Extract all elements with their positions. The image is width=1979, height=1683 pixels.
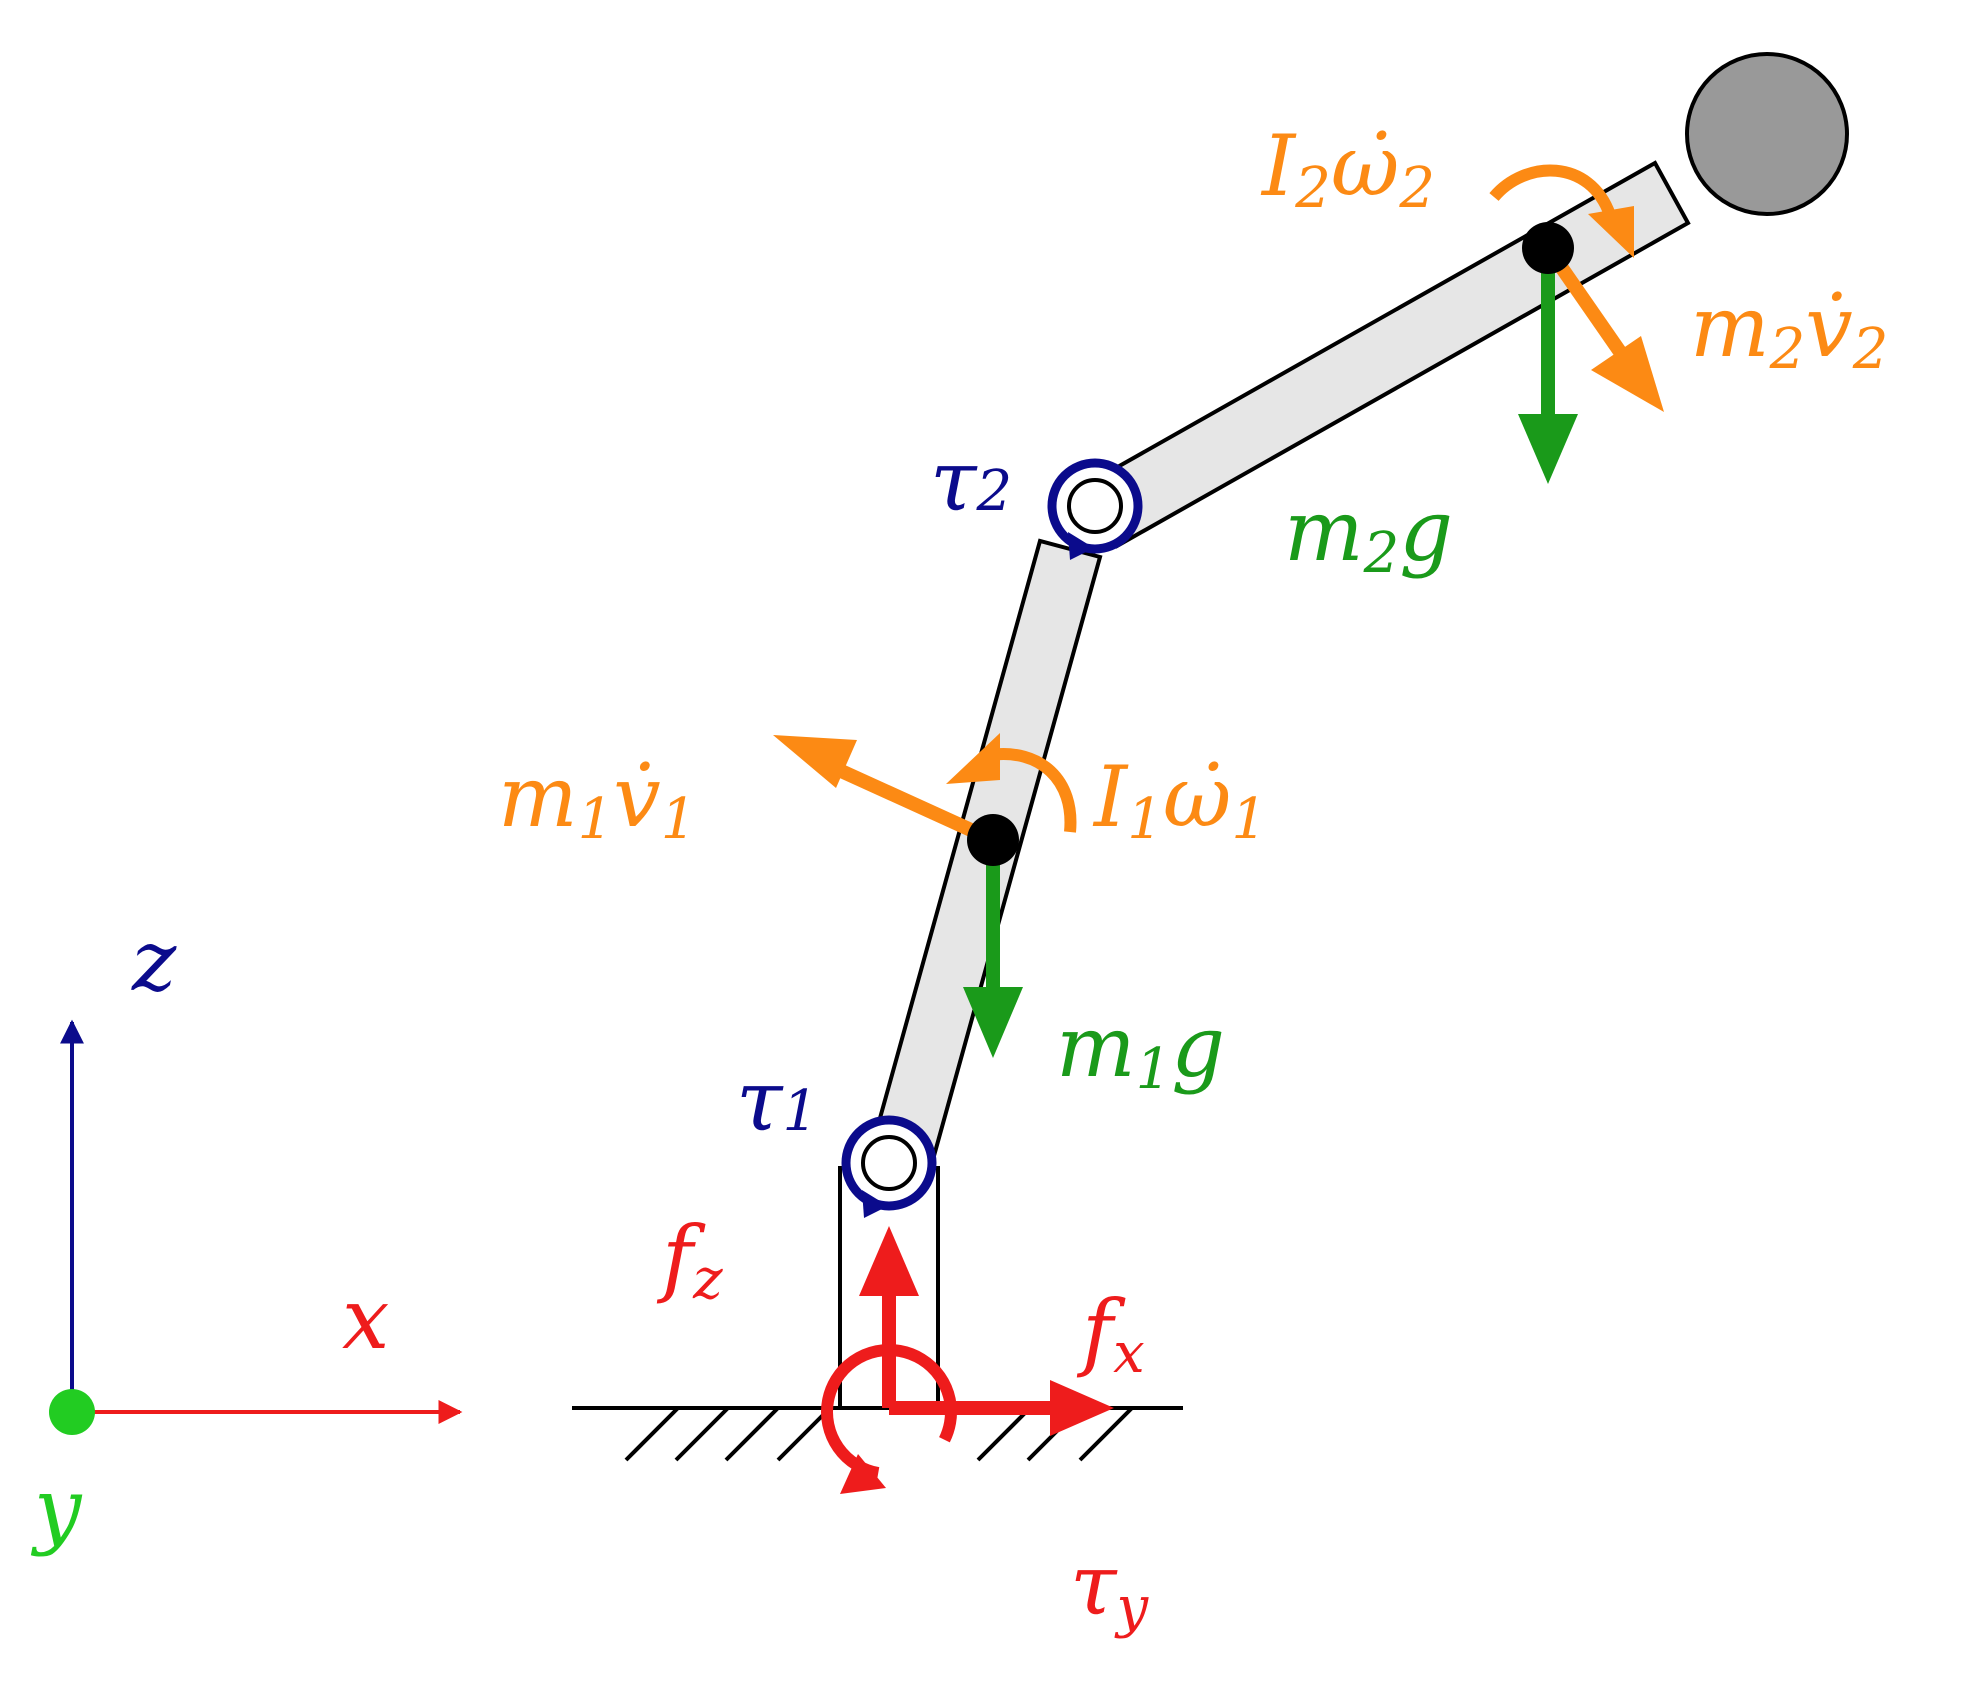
- m1g-tail: g: [1171, 998, 1225, 1096]
- m1v1-arrow-head: [773, 735, 857, 788]
- m1g-label: m1g: [1056, 998, 1225, 1102]
- tau1-label: τ1: [736, 1052, 818, 1150]
- I1w1-main: I: [1092, 748, 1129, 846]
- m2v2-sub1: 2: [1769, 317, 1806, 382]
- link-1-forces: [773, 733, 1077, 1058]
- tau1-main: τ: [736, 1052, 784, 1150]
- m2g-main: m: [1284, 482, 1364, 580]
- link-1-com: [967, 814, 1019, 866]
- y-axis-dot: [49, 1389, 95, 1435]
- ground-hatch: [674, 1406, 730, 1462]
- joint-1-pin: [861, 1135, 917, 1191]
- m2v2-main: m: [1690, 278, 1770, 376]
- m2g-sub: 2: [1363, 521, 1400, 586]
- link-2-forces: [1489, 164, 1664, 484]
- m2g-tail: g: [1399, 482, 1453, 580]
- m1v1-sub1: 1: [578, 787, 614, 852]
- fx-arrow-head: [1050, 1380, 1114, 1436]
- tau2-main: τ: [930, 432, 978, 530]
- m2g-label: m2g: [1284, 482, 1453, 586]
- tau2-label: τ2: [930, 432, 1012, 530]
- ground-hatch: [624, 1406, 680, 1462]
- end-effector-ball: [1685, 52, 1849, 216]
- fx-label: fx: [1076, 1282, 1145, 1386]
- m1g-main: m: [1056, 998, 1136, 1096]
- coordinate-frame: z x y: [30, 912, 463, 1558]
- tauy-sub: y: [1113, 1575, 1149, 1640]
- x-axis-label: x: [342, 1270, 389, 1368]
- tauy-main: τ: [1070, 1536, 1118, 1634]
- I1w1-moment-arc: [989, 748, 1077, 833]
- I2w2-moment-arc: [1489, 164, 1616, 218]
- tauy-moment-circle: [821, 1344, 957, 1480]
- m2v2-label: m2v̇2: [1690, 278, 1888, 382]
- z-axis-label: z: [131, 912, 177, 1010]
- I2w2-main: I: [1260, 117, 1297, 215]
- tauy-arrow-head: [840, 1454, 886, 1494]
- ground-hatch: [724, 1406, 780, 1462]
- ground-hatch: [1078, 1406, 1134, 1462]
- m1g-arrow-head: [963, 987, 1023, 1058]
- joint-2-pin: [1067, 478, 1123, 534]
- I1w1-main2: ω̇: [1163, 748, 1232, 846]
- I1w1-sub2: 1: [1231, 787, 1267, 852]
- m1v1-sub2: 1: [661, 787, 697, 852]
- I2w2-main2: ω̇: [1331, 117, 1400, 215]
- m1v1-main: m: [498, 748, 578, 846]
- joint-2-torque-arrowhead: [1068, 532, 1094, 560]
- I2w2-arrow-head: [1588, 206, 1634, 258]
- ground-hatch: [976, 1406, 1032, 1462]
- fz-label: fz: [656, 1208, 723, 1312]
- joint-1-torque-arrowhead: [862, 1190, 888, 1218]
- m1v1-label: m1v̇1: [498, 748, 696, 852]
- tau1-sub: 1: [782, 1079, 818, 1144]
- fx-sub: x: [1113, 1321, 1145, 1386]
- joint-2: [1047, 458, 1143, 560]
- m1v1-arrow-shaft: [814, 753, 996, 847]
- I1w1-sub1: 1: [1127, 787, 1163, 852]
- base-reactions: [821, 1226, 1114, 1494]
- m1g-sub: 1: [1136, 1037, 1172, 1102]
- I2w2-label: I2ω̇2: [1260, 117, 1435, 221]
- m2v2-main2: v̇: [1805, 278, 1852, 376]
- I2w2-sub1: 2: [1294, 156, 1331, 221]
- m2v2-sub2: 2: [1852, 317, 1889, 382]
- fz-arrow-head: [859, 1226, 919, 1296]
- fz-sub: z: [692, 1247, 723, 1312]
- m2v2-arrow-head: [1591, 336, 1664, 412]
- tau2-sub: 2: [975, 459, 1012, 524]
- m1v1-main2: v̇: [613, 748, 660, 846]
- y-axis-label: y: [30, 1460, 83, 1558]
- joint-1: [841, 1115, 937, 1218]
- I1w1-arrow-head: [946, 733, 1000, 784]
- I1w1-label: I1ω̇1: [1092, 748, 1267, 852]
- I2w2-sub2: 2: [1398, 156, 1435, 221]
- m2g-arrow-head: [1518, 414, 1578, 484]
- link-2-com: [1522, 222, 1574, 274]
- tauy-label: τy: [1070, 1536, 1149, 1640]
